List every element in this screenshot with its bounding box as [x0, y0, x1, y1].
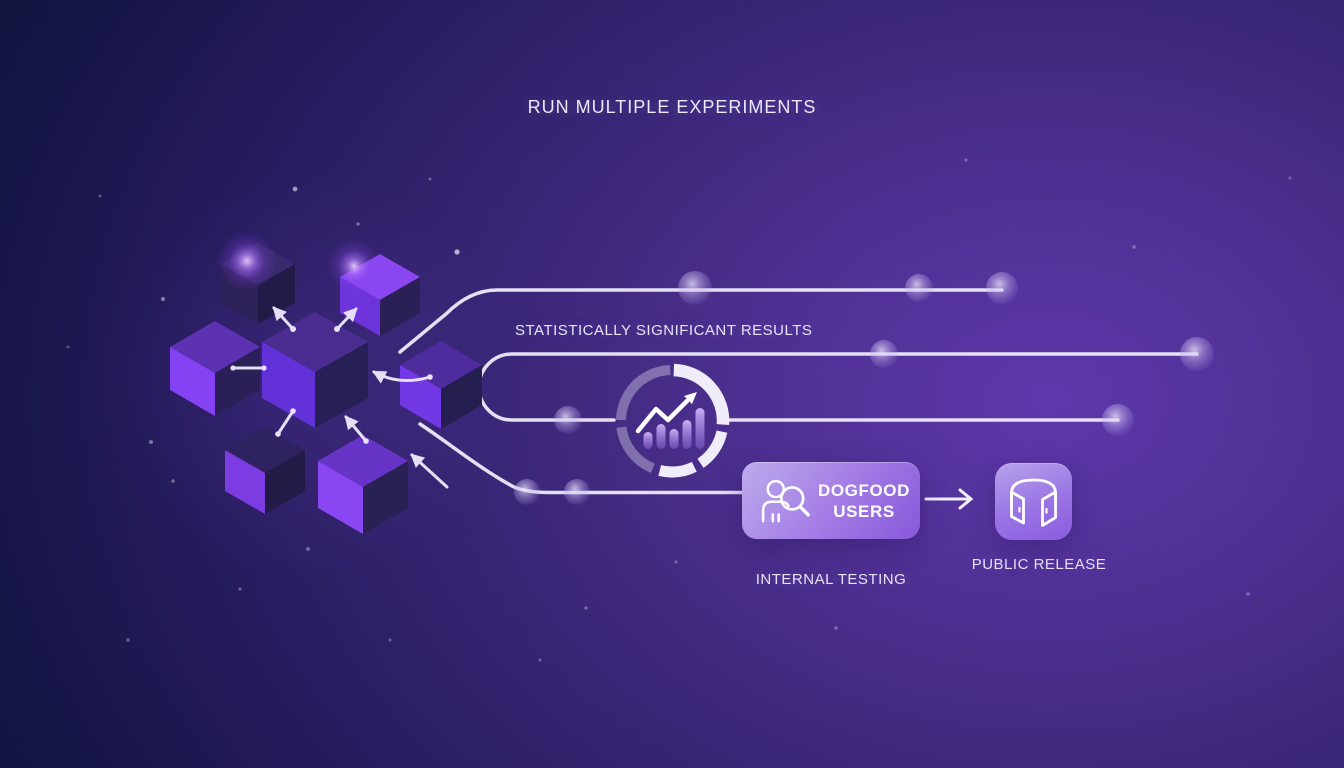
cube-glow [327, 239, 381, 293]
cube-central [262, 312, 368, 428]
flow-line-top [398, 288, 1004, 354]
dogfood-label-line2: USERS [833, 501, 895, 521]
connector-arrow-up-left [272, 306, 295, 331]
cube-glow [217, 231, 277, 291]
sphere-node [678, 271, 712, 305]
connector-arrow-from-bottom [344, 415, 368, 443]
sphere-node [905, 274, 933, 302]
flow-line-middle [477, 352, 1199, 422]
sphere-node [564, 479, 590, 505]
sphere-node [554, 406, 582, 434]
connector-bottom-left [276, 409, 295, 436]
donut-ring-chart-icon [616, 363, 730, 478]
cube-bottom-center [318, 435, 408, 534]
sphere-node [986, 272, 1018, 304]
trend-arrowhead [684, 392, 697, 404]
trend-line [635, 398, 690, 434]
sphere-node [870, 340, 898, 368]
connector-arrow-from-right [371, 370, 432, 384]
cube-left [170, 321, 260, 416]
dogfood-users-badge: DOGFOOD USERS [742, 462, 920, 539]
sphere-node [1180, 337, 1214, 371]
sphere-node [514, 479, 540, 505]
sphere-node [1102, 404, 1134, 436]
connector-arrow-up-right [335, 307, 358, 331]
connector-arrow-external [410, 453, 449, 489]
dogfood-label-line1: DOGFOOD [817, 480, 910, 500]
public-release-tile [995, 463, 1072, 540]
sphere-nodes [514, 271, 1214, 505]
connector-dots [230, 326, 433, 444]
bar-chart-trending-up-icon [635, 392, 705, 449]
page-title: RUN MULTIPLE EXPERIMENTS [527, 97, 817, 117]
isometric-cubes-network-icon [170, 231, 482, 534]
internal-testing-label: INTERNAL TESTING [755, 571, 907, 588]
results-label: STATISTICALLY SIGNIFICANT RESULTS [515, 322, 813, 339]
cube-bottom-left [225, 427, 305, 514]
dogfood-users-label: DOGFOOD USERS [818, 480, 920, 522]
arrow-to-release [924, 488, 974, 510]
cluster-connectors [230, 306, 449, 489]
public-release-label: PUBLIC RELEASE [971, 556, 1107, 573]
open-doors-icon [1010, 478, 1057, 527]
user-search-icon [761, 479, 810, 523]
background-star-dots [66, 158, 1292, 662]
